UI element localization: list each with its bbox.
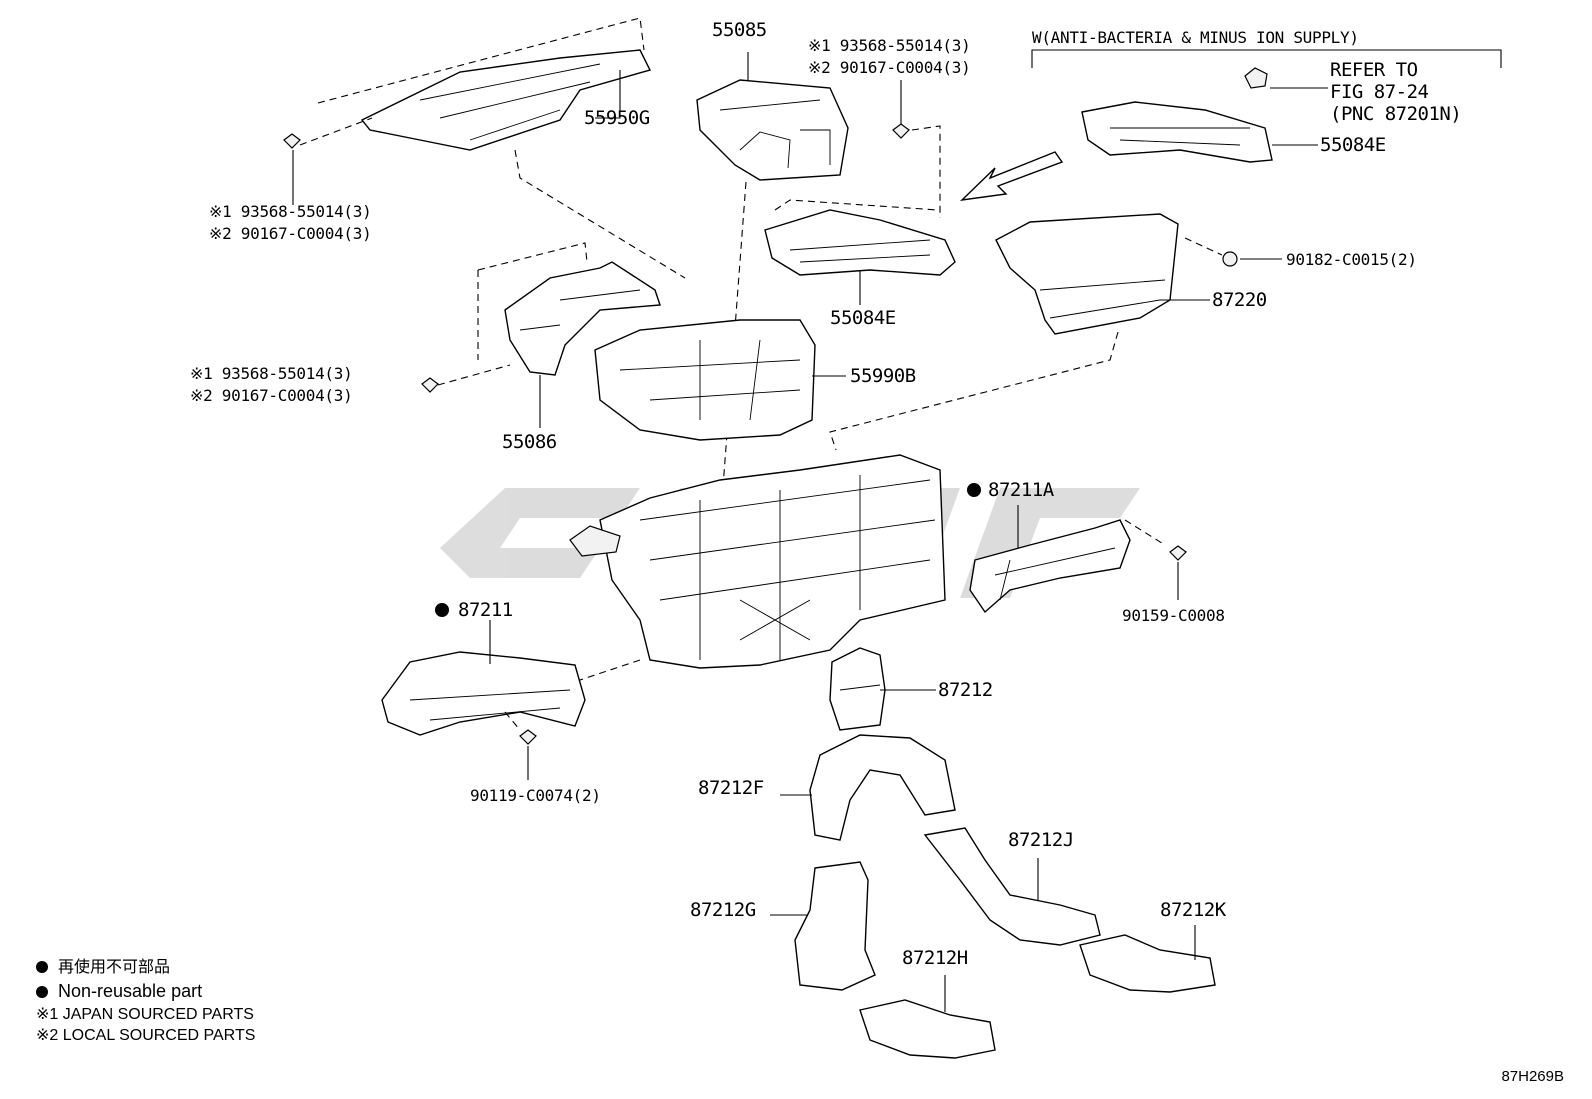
legend-japan-sourced: ※1 JAPAN SOURCED PARTS [36,1006,254,1023]
diagram-code: 87H269B [1501,1068,1564,1085]
part-55084E-variant [1081,67,1273,163]
refer-note-line-2: FIG 87-24 [1330,81,1429,103]
legend-nonreusable: Non-reusable part [58,981,203,1001]
label-87211: 87211 [458,599,513,621]
label-55086: 55086 [502,431,557,453]
non-reusable-dot [967,483,981,497]
guide-line [1184,237,1223,256]
refer-note-line-1: REFER TO [1330,59,1418,81]
part-55990B [594,319,816,441]
fastener-top-center-2: ※2 90167-C0004(3) [808,58,971,77]
label-87211A: 87211A [988,479,1054,501]
label-90159: 90159-C0008 [1122,606,1225,625]
refer-note-line-3: (PNC 87201N) [1330,103,1462,125]
guide-line [477,242,588,271]
part-87212 [829,647,886,731]
fastener-top-left-1: ※1 93568-55014(3) [209,202,372,221]
bolt-icon [1169,545,1187,561]
bolt-icon [892,123,910,139]
label-87212F: 87212F [698,777,764,799]
guide-line [829,331,1119,451]
bolt-icon [283,133,301,149]
non-reusable-dot [435,603,449,617]
part-87211A [969,519,1131,614]
bullet-icon [36,986,48,998]
guide-line [514,149,686,279]
clip-icon [1222,251,1238,267]
label-87212: 87212 [938,679,993,701]
fastener-mid-left-1: ※1 93568-55014(3) [190,364,353,383]
guide-line [317,17,645,104]
guide-line [774,199,939,211]
label-87212G: 87212G [690,899,756,921]
legend-local-sourced: ※2 LOCAL SOURCED PARTS [36,1027,256,1044]
direction-arrow [959,151,1064,201]
part-55085 [696,79,849,181]
part-87212H [859,999,996,1059]
label-87212J: 87212J [1008,829,1074,851]
fastener-mid-left-2: ※2 90167-C0004(3) [190,386,353,405]
part-87212G [794,861,876,991]
label-87212K: 87212K [1160,899,1226,921]
bullet-icon [36,961,48,973]
part-87212J [923,827,1101,946]
guide-line [504,711,521,731]
label-90182: 90182-C0015(2) [1286,250,1417,269]
label-55084E: 55084E [830,307,896,329]
variant-bracket [1031,49,1502,68]
label-55950G: 55950G [584,107,650,129]
part-55084E [764,209,956,276]
guide-line [299,117,373,146]
part-87211 [381,651,586,736]
legend: 再使用不可部品 Non-reusable part ※1 JAPAN SOURC… [36,954,255,1046]
guide-line [437,270,511,386]
variant-header: W(ANTI-BACTERIA & MINUS ION SUPPLY) [1032,28,1359,47]
part-heater-unit [569,454,946,669]
part-87220 [995,213,1179,335]
label-55990B: 55990B [850,365,916,387]
part-55086 [504,261,661,376]
legend-row-jp: 再使用不可部品 [36,954,255,979]
legend-row-nonreusable: Non-reusable part [36,979,255,1004]
part-87212F [809,734,956,841]
bolt-icon [421,377,439,393]
label-87212H: 87212H [902,947,968,969]
label-90119: 90119-C0074(2) [470,786,601,805]
legend-jp-nonreusable: 再使用不可部品 [58,957,171,976]
label-87220: 87220 [1212,289,1267,311]
fastener-top-center-1: ※1 93568-55014(3) [808,36,971,55]
guide-line [911,125,941,218]
label-55085: 55085 [712,19,767,41]
leader [595,70,621,119]
guide-line [1124,519,1166,546]
fastener-top-left-2: ※2 90167-C0004(3) [209,224,372,243]
part-55950G [360,49,652,151]
part-87212K [1079,934,1216,993]
label-55084E-variant: 55084E [1320,134,1386,156]
bolt-icon [519,729,537,745]
